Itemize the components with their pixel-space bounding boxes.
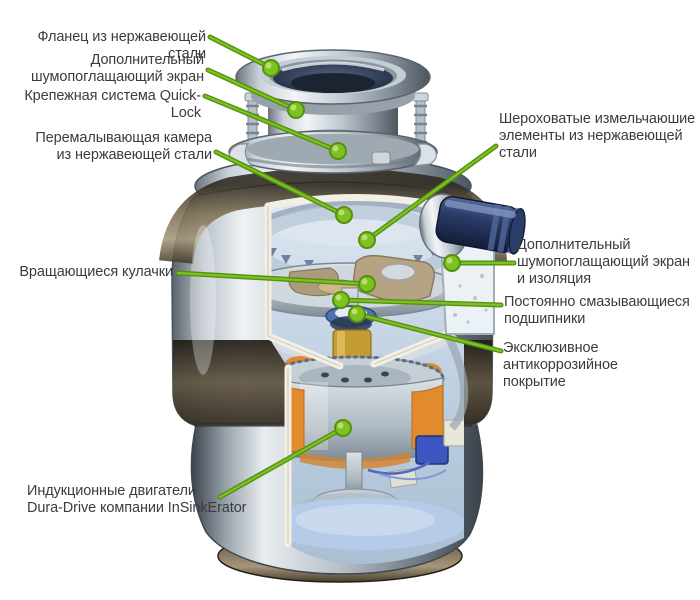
callout-dot-motor (334, 419, 352, 437)
label-noise-screen: Дополнительный шумопоглащающий экран (31, 52, 204, 85)
label-shredders: Шероховатые измельчаюшие элементы из нер… (499, 111, 696, 161)
label-coating: Эксклюзивное антикоррозийное покрытие (503, 340, 618, 390)
callout-coating (348, 305, 504, 354)
lock-lug-right (412, 143, 437, 167)
label-insulation: Дополнительный шумопоглащающий экран и и… (517, 237, 690, 287)
callout-dot-noise-screen (287, 101, 305, 119)
callout-dot-grind-chamber (335, 206, 353, 224)
callout-flange (207, 34, 280, 77)
callout-quick-lock (202, 93, 347, 160)
callout-insulation (443, 254, 517, 272)
callout-noise-screen (205, 67, 305, 119)
callout-dot-cams (358, 275, 376, 293)
callout-dot-shredders (358, 231, 376, 249)
callout-grind-chamber (213, 149, 353, 224)
callout-dot-insulation (443, 254, 461, 272)
body-highlight (190, 225, 216, 375)
label-flange: Фланец из нержавеющей стали (37, 29, 207, 62)
label-grind-chamber: Перемалывающая камера из нержавеющей ста… (35, 130, 212, 163)
callout-dot-bearings (332, 291, 350, 309)
label-cams: Вращающиеся кулачки (19, 264, 173, 280)
callout-cams (175, 270, 376, 293)
label-bearings: Постоянно смазывающиеся подшипники (504, 294, 690, 327)
callout-shredders (358, 143, 499, 249)
callout-dot-quick-lock (329, 142, 347, 160)
discharge-outlet (419, 193, 526, 259)
callout-bearings (332, 291, 504, 309)
callout-dot-coating (348, 305, 366, 323)
wiring (367, 460, 431, 475)
label-quick-lock: Крепежная система Quick-Lock (24, 88, 201, 121)
callouts (175, 34, 517, 500)
label-motor: Индукционные двигатели Dura-Drive компан… (27, 483, 247, 516)
electronics-blue-box (415, 435, 449, 465)
sink-flange (235, 49, 431, 115)
mounting-bolt-right (412, 92, 429, 151)
callout-motor (217, 419, 352, 500)
callout-dot-flange (262, 59, 280, 77)
